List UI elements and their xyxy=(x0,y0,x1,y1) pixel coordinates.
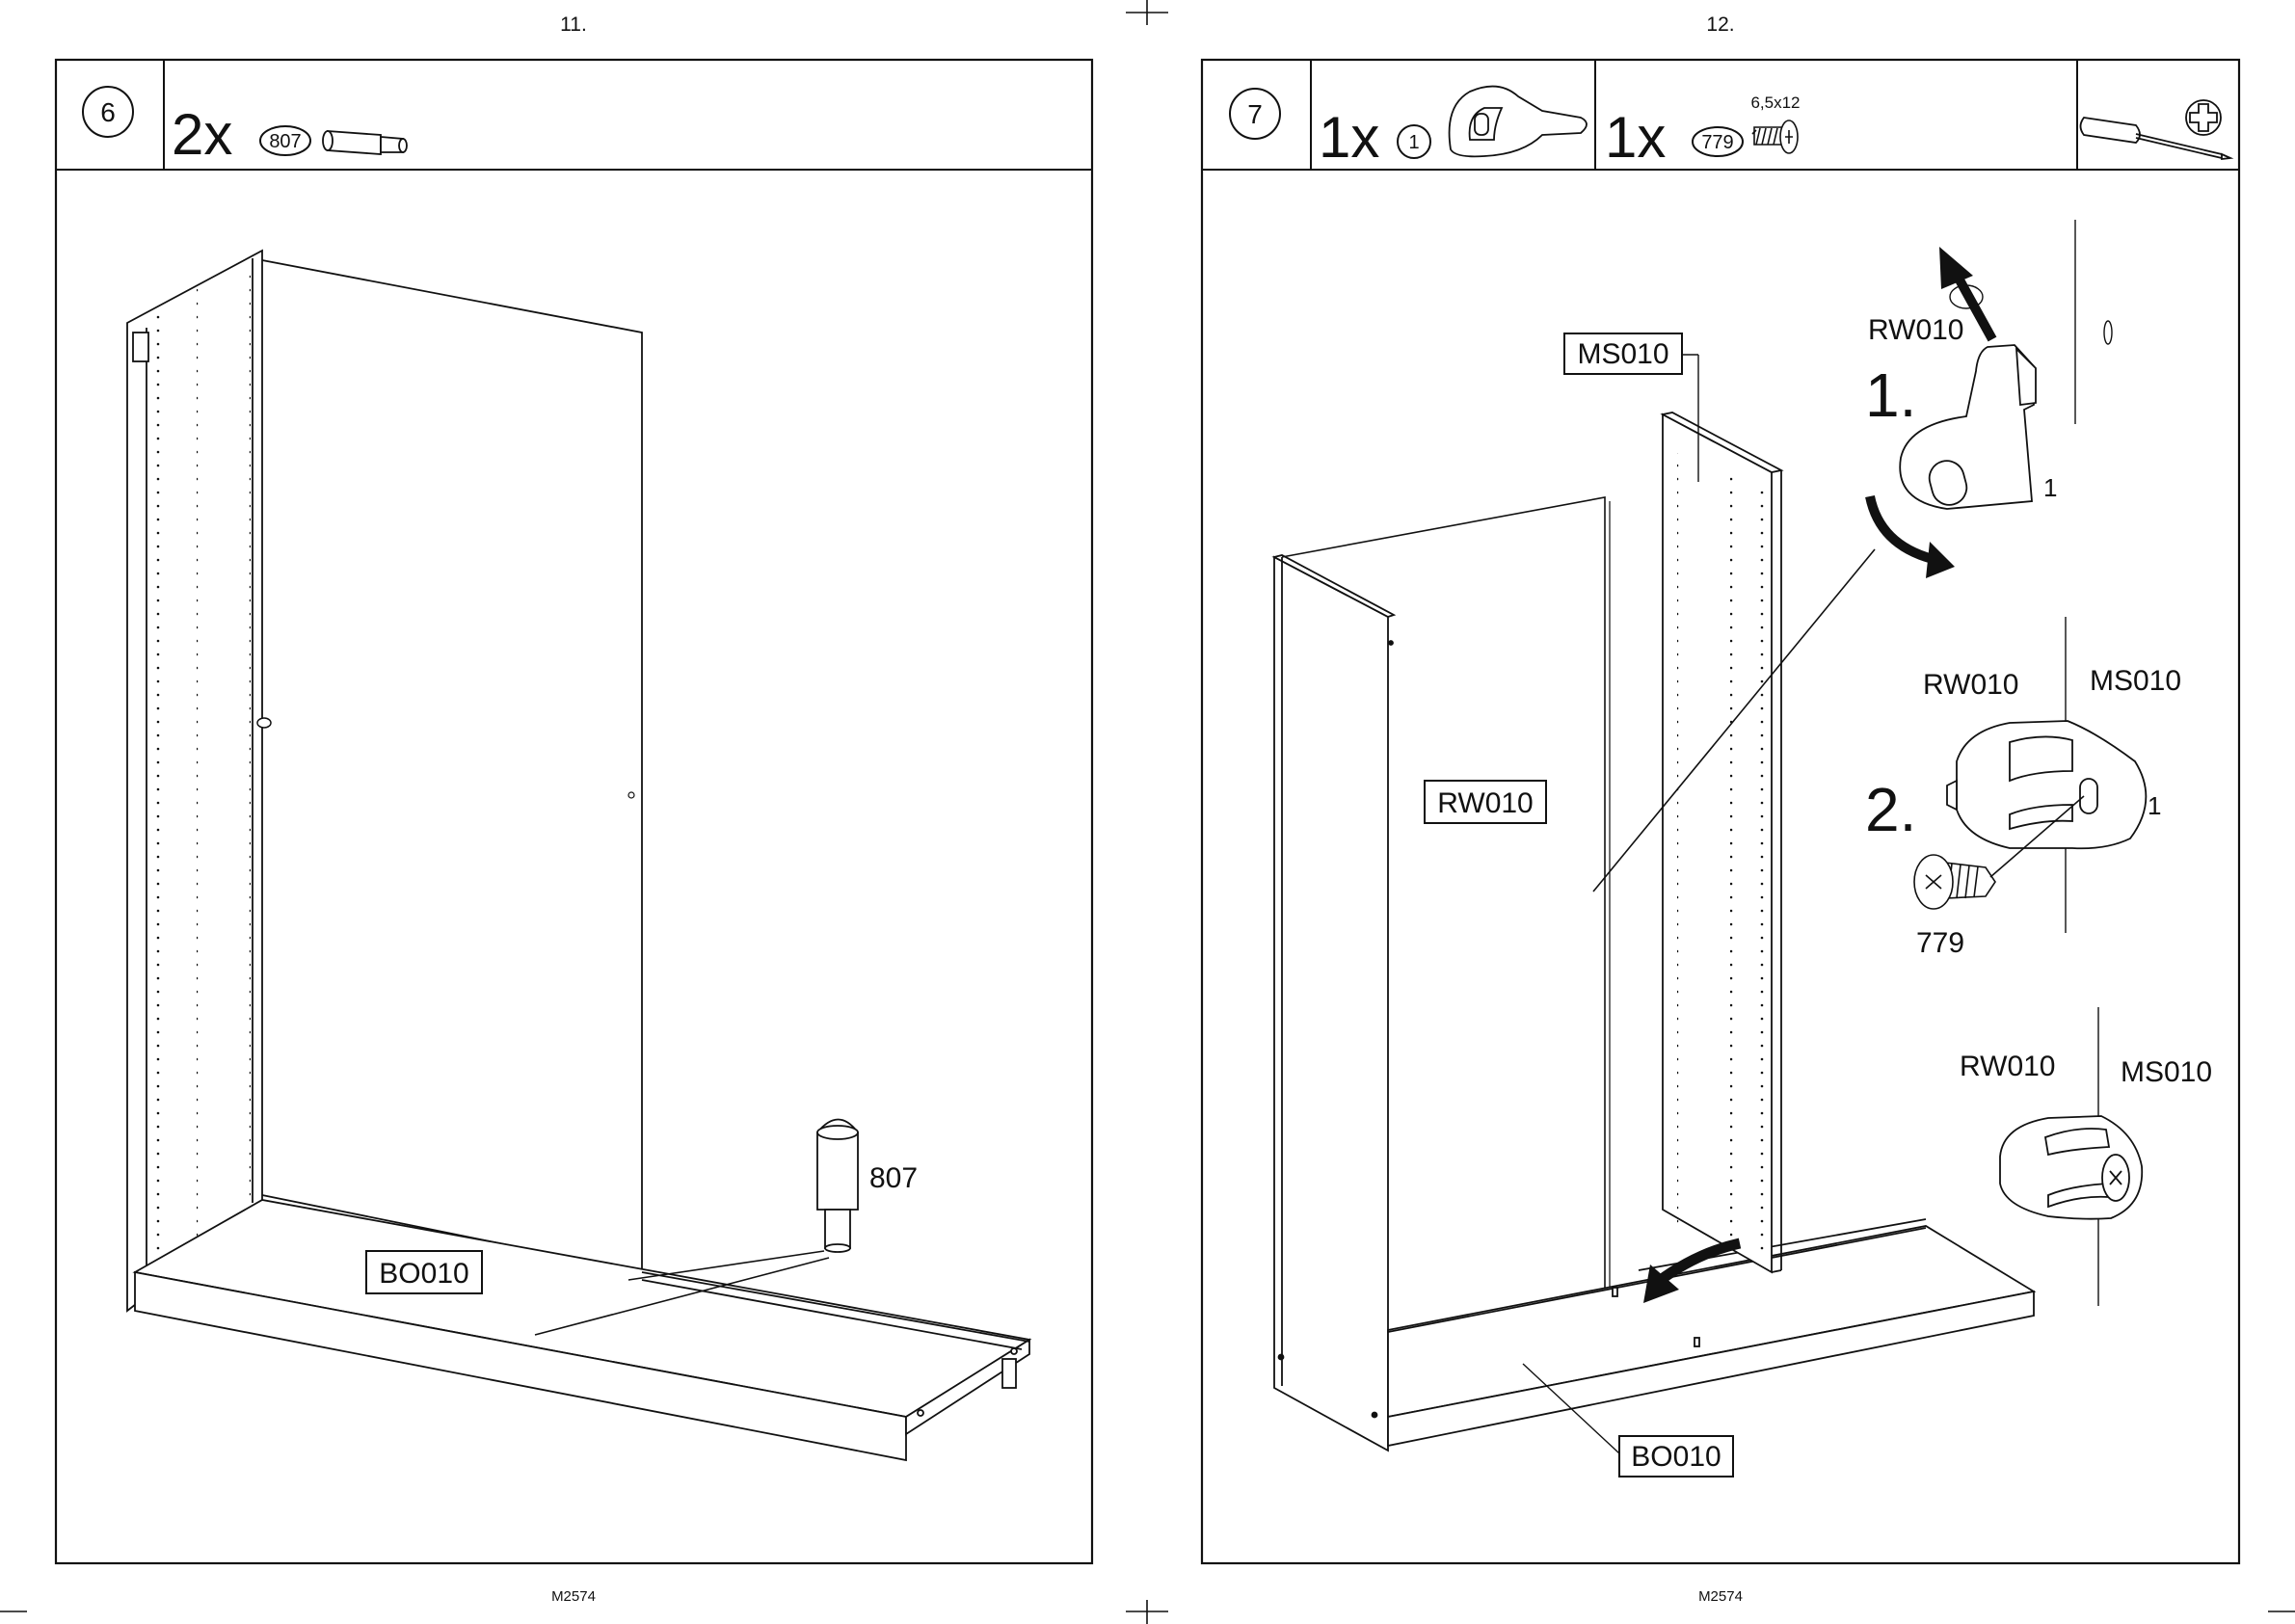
detail-step-1: 1. xyxy=(1865,360,1916,430)
detail-left-label: RW010 xyxy=(1923,669,2019,701)
shelf-holes xyxy=(1677,453,1683,1224)
part-quantity: 2x xyxy=(172,102,232,167)
detail-screw-label: 779 xyxy=(1916,927,1964,959)
part-label-bo010: BO010 xyxy=(1631,1441,1721,1473)
shelf-holes-front xyxy=(154,308,160,1282)
part-quantity: 1x xyxy=(1605,105,1666,170)
rotate-arrow-head xyxy=(1926,542,1955,578)
part-id: 807 xyxy=(269,131,301,152)
part-id: 779 xyxy=(1701,132,1733,153)
dowel-icon xyxy=(323,131,407,154)
cabinet-bottom-panel xyxy=(135,1200,1029,1460)
detail-part-label: 1 xyxy=(2148,791,2161,820)
detail-right-label: MS010 xyxy=(2121,1056,2212,1088)
part-label-rw010: RW010 xyxy=(1437,787,1534,819)
shelf-holes-back xyxy=(245,270,251,1224)
step-number: 6 xyxy=(100,97,116,127)
rotate-arrow xyxy=(1870,496,1933,559)
connector-bracket-icon xyxy=(1450,87,1587,157)
part-label: BO010 xyxy=(379,1258,468,1290)
pull-arrow-head xyxy=(1939,247,1973,289)
step-number: 7 xyxy=(1247,99,1263,129)
part-id: 1 xyxy=(1408,132,1419,153)
screw-icon xyxy=(1752,120,1798,153)
step-6-panel: 6 2x 807 xyxy=(56,60,1092,1563)
detail-3: RW010 MS010 xyxy=(1960,1007,2212,1306)
connector-bracket-icon xyxy=(1900,345,2036,509)
shelf-holes xyxy=(1760,482,1766,1253)
cabinet-back-panel xyxy=(262,260,642,1272)
detail-panel-label: RW010 xyxy=(1868,314,1964,346)
detail-2: RW010 MS010 2. 1 779 xyxy=(1865,617,2181,959)
shelf-holes xyxy=(1730,472,1736,1243)
detail-part-label: 1 xyxy=(2043,473,2057,502)
cabinet-side-panel xyxy=(127,251,262,1311)
leader-line xyxy=(628,1251,824,1280)
connector-bracket-icon xyxy=(2000,1116,2142,1219)
screw-icon xyxy=(1914,855,1995,909)
detail-right-label: MS010 xyxy=(2090,665,2181,697)
part-quantity: 1x xyxy=(1319,105,1379,170)
screw-spec: 6,5x12 xyxy=(1750,93,1800,112)
part-label-ms010: MS010 xyxy=(1577,338,1668,370)
side-panel-rw010 xyxy=(1274,555,1394,1451)
step-7-panel: 7 1x 1 1x 779 6,5x12 xyxy=(1202,60,2239,1563)
detail-left-label: RW010 xyxy=(1960,1051,2056,1082)
shelf-holes-middle xyxy=(197,289,202,1253)
dowel-807-illustration xyxy=(817,1120,858,1253)
dowel-label: 807 xyxy=(869,1162,918,1194)
detail-1: RW010 1. 1 xyxy=(1865,220,2112,578)
phillips-head-icon xyxy=(2186,100,2221,135)
detail-step-2: 2. xyxy=(1865,775,1916,844)
